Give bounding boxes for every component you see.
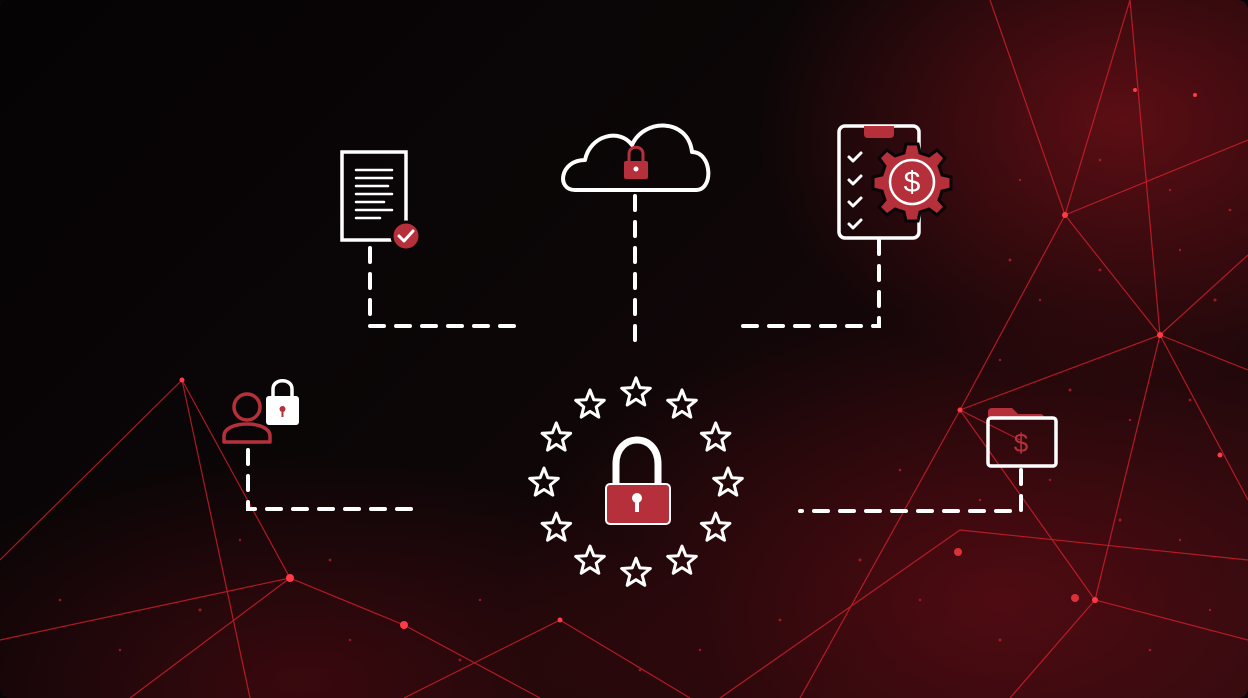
svg-text:$: $	[904, 166, 921, 199]
connector-folder	[798, 468, 1023, 513]
checklist-dollar-gear-icon: $	[837, 124, 953, 240]
star-icon	[574, 388, 606, 419]
connector-user	[246, 448, 422, 511]
star-icon	[699, 421, 732, 452]
star-icon	[712, 466, 744, 497]
star-icon	[574, 544, 606, 575]
user-lock-icon	[222, 379, 299, 444]
star-icon	[620, 376, 652, 407]
document-check-icon	[340, 150, 422, 252]
star-icon	[666, 388, 698, 419]
svg-text:$: $	[1014, 428, 1029, 458]
star-icon	[620, 556, 652, 587]
folder-dollar-icon: $	[986, 408, 1058, 468]
connector-document	[368, 246, 516, 328]
star-icon	[540, 421, 573, 452]
star-icon	[540, 511, 573, 542]
cloud-lock-icon	[561, 123, 711, 192]
eu-stars-padlock-icon	[528, 376, 744, 587]
star-icon	[699, 511, 732, 542]
star-icon	[666, 544, 698, 575]
connector-billing	[736, 238, 881, 328]
star-icon	[528, 466, 560, 497]
